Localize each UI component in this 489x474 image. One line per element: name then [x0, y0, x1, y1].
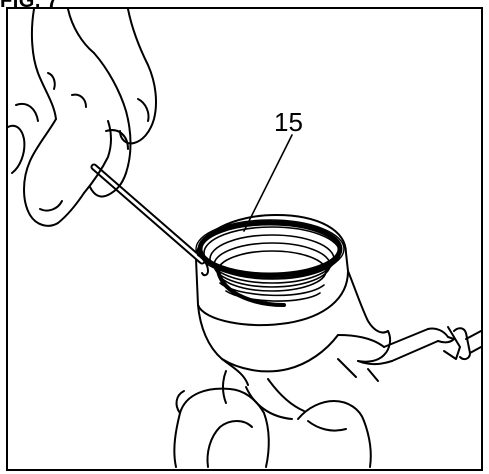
figure-frame: 15: [6, 7, 483, 471]
thread-rings-drawing: [203, 226, 341, 302]
callout-leader-line: [243, 134, 293, 232]
callout-number: 15: [274, 107, 303, 137]
hand-drawing: [8, 9, 157, 227]
figure-label: FIG. 7: [0, 0, 59, 12]
o-ring-removal-illustration: [8, 9, 481, 468]
o-ring-drawing: [195, 219, 345, 307]
valve-body-drawing: [197, 270, 481, 412]
pick-tool-drawing: [90, 163, 209, 277]
mount-bracket-drawing: [173, 370, 372, 468]
